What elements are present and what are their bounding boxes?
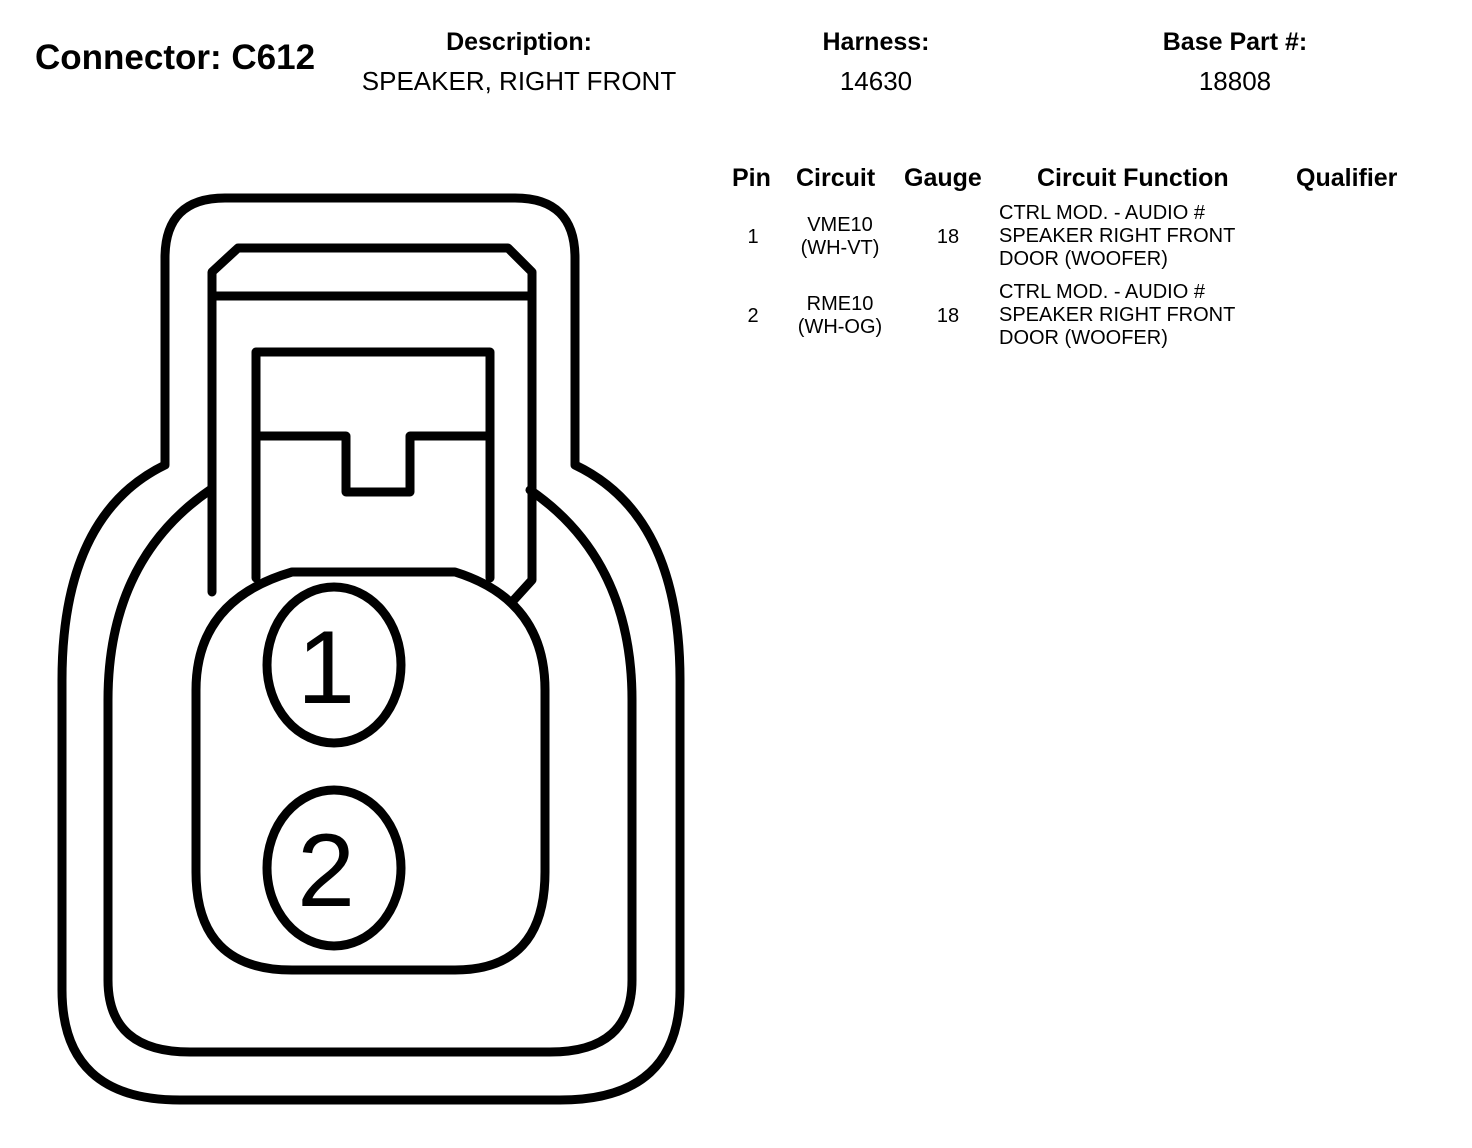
pin-2-cavity (262, 785, 406, 951)
pin-2-label: 2 (297, 813, 355, 929)
pin-cell: 2 (747, 305, 759, 327)
harness-value: 14630 (839, 66, 913, 96)
description-label: Description: (446, 28, 592, 56)
circuit-cell: RME10 (WH-OG) (797, 293, 883, 338)
gauge-cell: 18 (936, 305, 960, 327)
gauge-cell: 18 (936, 226, 960, 248)
locking-tab-frame (207, 243, 537, 607)
pin-1-cavity (262, 582, 406, 748)
connector-outer-housing (57, 193, 685, 1105)
description-value: SPEAKER, RIGHT FRONT (361, 66, 677, 96)
connector-face-diagram: 1 2 (57, 193, 685, 1105)
base-part-label: Base Part #: (1162, 28, 1308, 56)
pin-cavity-body (191, 567, 550, 975)
connector-inner-outline (103, 485, 637, 1057)
column-header-circuit-function: Circuit Function (1037, 164, 1229, 192)
column-header-qualifier: Qualifier (1296, 164, 1398, 192)
column-header-pin: Pin (732, 164, 771, 192)
column-header-gauge: Gauge (904, 164, 982, 192)
pin-1-label: 1 (297, 610, 355, 726)
latch-notch (251, 431, 495, 497)
column-header-circuit: Circuit (796, 164, 876, 192)
locking-latch (251, 347, 495, 583)
circuit-function-cell: CTRL MOD. - AUDIO # SPEAKER RIGHT FRONT … (999, 281, 1236, 349)
pin-cell: 1 (747, 226, 759, 248)
base-part-value: 18808 (1198, 66, 1272, 96)
circuit-function-cell: CTRL MOD. - AUDIO # SPEAKER RIGHT FRONT … (999, 202, 1236, 270)
harness-label: Harness: (822, 28, 930, 56)
circuit-cell: VME10 (WH-VT) (800, 214, 880, 259)
connector-title: Connector: C612 (35, 38, 316, 77)
